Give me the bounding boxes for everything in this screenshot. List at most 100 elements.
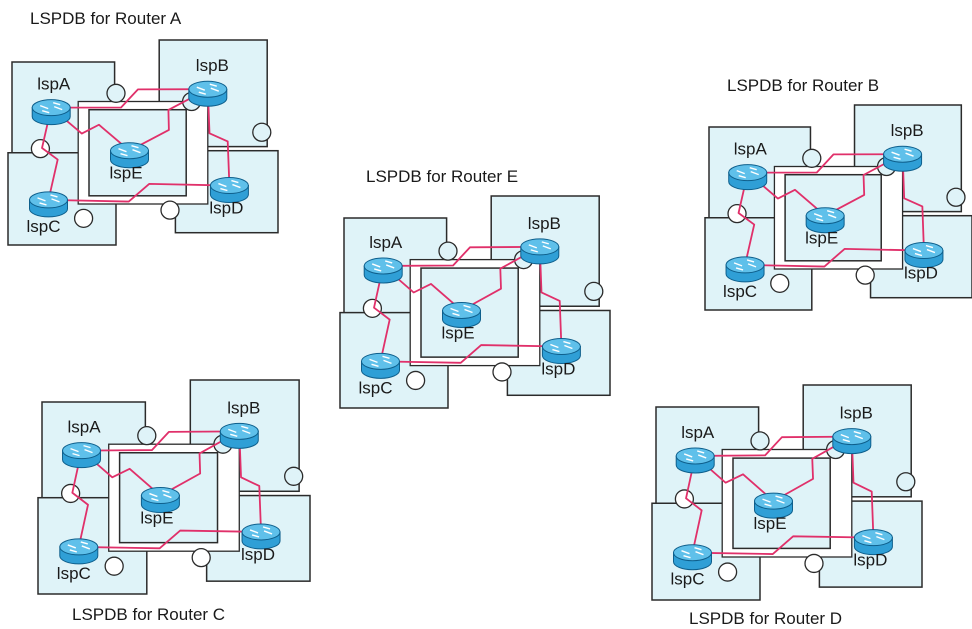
title-router-e: LSPDB for Router E <box>366 167 518 186</box>
link-b-e <box>129 88 209 152</box>
node-label-c: lspC <box>671 570 705 589</box>
puzzle-knob <box>60 483 81 504</box>
router-icon <box>363 257 403 284</box>
node-label-e: lspE <box>805 229 838 248</box>
node-label-d: lspD <box>853 551 887 570</box>
router-icon <box>29 191 68 218</box>
router-icon <box>541 338 581 364</box>
link-a-c <box>41 107 59 201</box>
node-label-a: lspA <box>734 140 768 159</box>
router-icon <box>442 301 481 328</box>
puzzle-knob <box>252 122 272 142</box>
puzzle-knob <box>674 489 695 509</box>
link-b-e <box>773 435 853 502</box>
puzzle-knob <box>191 547 211 568</box>
link-c-d <box>745 247 924 268</box>
router-icon <box>209 177 249 204</box>
router-icon <box>140 487 180 514</box>
node-label-a: lspA <box>37 75 71 94</box>
title-router-d: LSPDB for Router D <box>689 609 842 628</box>
router-icon <box>520 238 560 265</box>
link-c-d <box>380 344 562 364</box>
router-icon <box>853 529 893 556</box>
node-label-d: lspD <box>241 545 275 564</box>
link-b-d <box>850 436 875 538</box>
link-a-c <box>685 455 703 553</box>
puzzle-knob <box>284 466 304 486</box>
puzzle-knob <box>160 200 180 220</box>
link-a-b <box>81 430 240 452</box>
link-c-d <box>692 535 874 555</box>
router-icon <box>361 352 400 379</box>
link-a-b <box>695 435 852 457</box>
router-icon <box>832 428 872 455</box>
puzzle-knob <box>30 138 51 159</box>
router-icon <box>805 207 845 234</box>
node-label-e: lspE <box>442 323 475 342</box>
node-label-b: lspB <box>840 404 873 423</box>
node-label-d: lspD <box>541 360 575 379</box>
node-label-b: lspB <box>227 398 260 417</box>
puzzle-knob <box>896 472 916 492</box>
link-b-d <box>901 154 925 251</box>
puzzle-knob <box>750 431 770 451</box>
puzzle-knob <box>855 265 875 285</box>
link-a-b <box>747 153 903 174</box>
node-label-a: lspA <box>369 233 403 252</box>
link-b-e <box>824 153 904 217</box>
node-label-b: lspB <box>196 56 229 75</box>
router-icon <box>904 242 944 269</box>
puzzle-knob <box>405 370 426 391</box>
link-a-b <box>51 88 208 109</box>
router-icon <box>673 544 712 571</box>
puzzle-knob <box>492 362 512 382</box>
router-icon <box>219 422 259 449</box>
panel-router-a: lspA lspB lspC lspD lspE <box>7 39 279 246</box>
node-label-a: lspA <box>68 418 102 437</box>
router-icon <box>59 538 99 565</box>
puzzle-knob <box>137 425 157 446</box>
link-a-c <box>373 265 391 362</box>
router-icon <box>728 164 768 191</box>
router-icon <box>725 256 765 283</box>
link-a-b <box>383 245 540 267</box>
node-label-e: lspE <box>140 509 173 528</box>
router-icon <box>754 492 793 519</box>
node-label-c: lspC <box>57 564 91 583</box>
node-label-e: lspE <box>110 164 143 183</box>
router-icon <box>31 99 71 126</box>
node-label-c: lspC <box>27 217 61 236</box>
link-b-e <box>159 430 240 497</box>
router-icon <box>62 442 102 469</box>
puzzle-knob <box>946 187 966 207</box>
panel-router-c: lspA lspB lspC lspD lspE <box>37 379 311 595</box>
node-label-e: lspE <box>754 514 787 533</box>
link-b-e <box>461 246 541 312</box>
link-c-d <box>78 529 262 550</box>
link-b-d <box>206 89 231 186</box>
puzzle-knob <box>438 241 458 261</box>
node-label-d: lspD <box>209 199 243 218</box>
node-label-c: lspC <box>723 282 757 301</box>
puzzle-knob <box>770 273 790 294</box>
link-a-c <box>737 172 756 266</box>
node-label-b: lspB <box>528 214 561 233</box>
puzzle-knob <box>584 281 604 302</box>
router-icon <box>241 523 281 550</box>
puzzle-knob <box>73 208 94 229</box>
link-b-d <box>538 246 563 347</box>
link-c-d <box>48 182 230 203</box>
puzzle-knob <box>804 553 824 574</box>
router-icon <box>188 80 228 107</box>
node-label-c: lspC <box>359 378 393 397</box>
node-label-b: lspB <box>891 121 924 140</box>
puzzle-knob <box>362 298 383 319</box>
puzzle-knob <box>106 83 126 103</box>
puzzle-knob <box>727 203 747 224</box>
title-router-c: LSPDB for Router C <box>72 605 225 624</box>
puzzle-knob <box>802 148 822 168</box>
title-router-a: LSPDB for Router A <box>30 9 182 28</box>
